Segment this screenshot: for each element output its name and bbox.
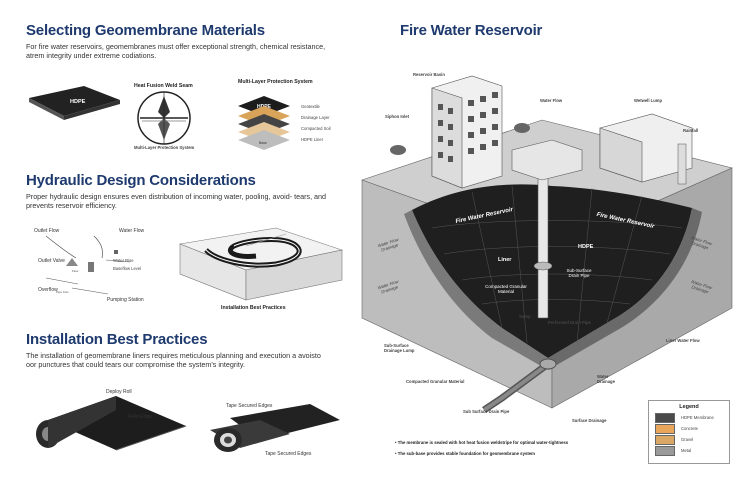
section1-title: Selecting Geomembrane Materials [26, 22, 265, 39]
legend-swatch [655, 423, 675, 434]
legend-swatch [655, 412, 675, 423]
section2-title: Hydraulic Design Considerations [26, 172, 256, 189]
hdpe-reservoir-label: HDPE [578, 244, 594, 250]
hydraulic-pipe-small: Pipe Inlet [56, 290, 69, 294]
hdpe-sheet-label: HDPE [70, 99, 86, 105]
reservoir-title: Fire Water Reservoir [400, 22, 543, 39]
section2-text: Proper hydraulic design ensures even dis… [26, 192, 327, 210]
weld-seam-caption: Multi-Layer Protection System [134, 145, 195, 150]
weld-seam-illustration [137, 91, 191, 145]
section3-text: The installation of geomembrane liners r… [26, 351, 321, 369]
legend-swatch [655, 445, 675, 456]
pumping-station-label: Pumping Station [107, 297, 144, 303]
outlet-valve-label: Outlet Valve [38, 258, 65, 264]
compacted-granular-material-label: Compacted Granular Material [406, 379, 465, 384]
legend-item: HDPE Membrane [649, 412, 729, 423]
legend-title: Legend [679, 404, 699, 410]
layer-drainage-label: Drainage Layer [301, 115, 330, 120]
water-flow-label-left: Water Flow [119, 228, 145, 234]
legend-item: Gravel [649, 434, 729, 445]
reservoir-basin-label: Reservoir Basin [413, 72, 445, 77]
water-rise-label: Water Rise [113, 258, 134, 263]
tape-secured-top-label: Tape Secured Edges [226, 403, 273, 409]
wetwell-lump-label: Wetwell Lump [634, 98, 663, 103]
section3-title: Installation Best Practices [26, 331, 208, 348]
field-edge-label: Field Edge [128, 414, 152, 420]
mlps-stack-illustration: HDPE Base [238, 96, 290, 150]
perforated-drain-pipe-label: Perforated Drain Pipe [548, 320, 591, 325]
water-drainage-label: Water Drainage [597, 374, 615, 384]
legend-item: Metal [649, 445, 729, 456]
surface-drainage-label: Surface Drainage [572, 418, 607, 423]
sub-surface-drain-pipe-inner: Sub-Surface Drain Pipe [566, 268, 592, 278]
install-practices-caption: Installation Best Practices [221, 305, 286, 311]
rainfall-label: Rainfall [683, 128, 699, 133]
sub-surface-drain-pipe-bottom-label: Sub Surface Drain Pipe [463, 409, 510, 414]
note-1: • The membrane is sealed with hot heat f… [395, 440, 569, 445]
mlps-base-label: Base [259, 141, 267, 145]
layer-soil-label: Compacted Soil [301, 126, 331, 131]
legend-swatch [655, 434, 675, 445]
layer-liner-label: HDPE Liner [301, 137, 324, 142]
deploy-roll-label: Deploy Roll [106, 389, 132, 395]
liner-label: Liner [498, 257, 512, 263]
note-2: • The sub-base provides stable foundatio… [395, 451, 535, 456]
section1-text: For fire water reservoirs, geomembranes … [26, 42, 326, 60]
siphon-inlet-label: Siphon Inlet [385, 114, 409, 119]
tape-secured-bottom-label: Tape Secured Edges [265, 451, 312, 457]
sump-label: Sump [519, 314, 531, 319]
water-flow-top-label: Water Flow [540, 98, 563, 103]
basin-liner-illustration [178, 227, 344, 301]
tape-secured-illustration [210, 404, 340, 452]
reservoir-cutaway-diagram [361, 75, 733, 413]
legend-item: Concrete [649, 423, 729, 434]
compacted-granular-inner: Compacted Granular Material [485, 284, 527, 294]
baseflow-level-label: Baseflow Level [113, 266, 142, 271]
legend-label: Gravel [681, 437, 694, 442]
overflow-label: Overflow [38, 287, 58, 293]
deploy-roll-illustration [36, 396, 187, 451]
sub-surface-drainage-lump-label: Sub-Surface Drainage Lump [384, 343, 415, 353]
legend-label: Metal [681, 448, 692, 453]
legend-box: Legend HDPE Membrane Concrete Gravel Met… [648, 400, 730, 464]
hydraulic-flow-small: Flow [72, 269, 79, 273]
legend-label: HDPE Membrane [681, 415, 714, 420]
mlps-title: Multi-Layer Protection System [238, 79, 313, 85]
hdpe-sheet-illustration: HDPE [29, 86, 120, 120]
legend-label: Concrete [681, 426, 698, 431]
layer-geotextile-label: Geotextile [301, 104, 320, 109]
weld-seam-title: Heat Fusion Weld Seam [134, 83, 193, 89]
liner-water-flow-label: Liner Water Flow [666, 338, 700, 343]
outlet-flow-label: Outlet Flow [34, 228, 60, 234]
hydraulic-flow-diagram: Flow Pipe Inlet [45, 235, 131, 295]
